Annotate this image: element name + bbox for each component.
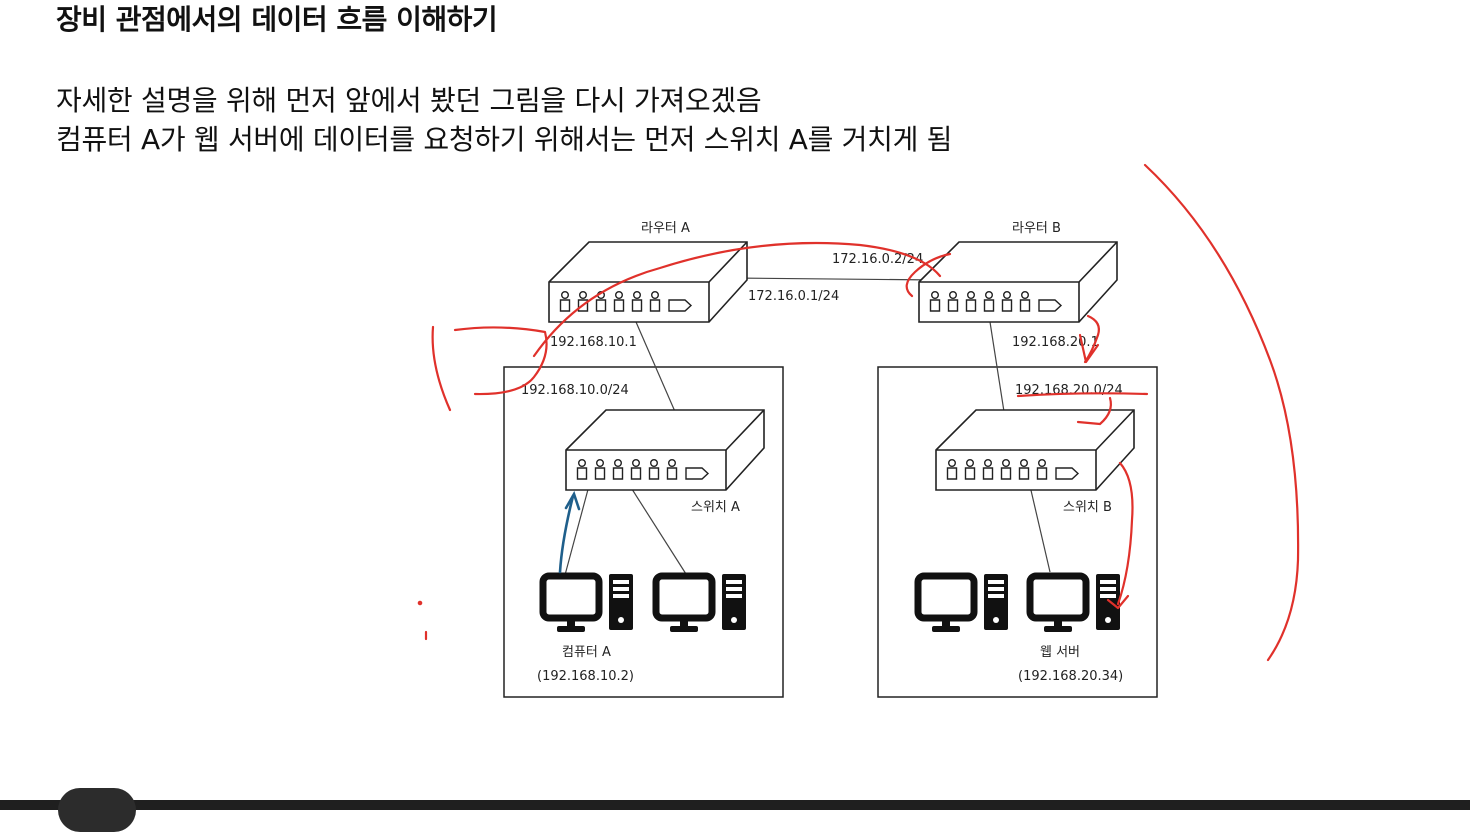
network-b-label: 192.168.20.0/24 — [1015, 383, 1123, 398]
router-a-wan-ip: 172.16.0.1/24 — [748, 289, 839, 304]
computer-a-icon — [543, 574, 633, 632]
router-b-wan-ip: 172.16.0.2/24 — [832, 252, 923, 267]
router-b-lan-ip: 192.168.20.1 — [1012, 335, 1099, 350]
router-a-label: 라우터 A — [641, 221, 690, 236]
router-a-lan-ip: 192.168.10.1 — [550, 335, 637, 350]
router-a — [549, 242, 747, 322]
switch-a-label: 스위치 A — [691, 500, 740, 515]
switch-b-device — [936, 410, 1134, 490]
toolbar-handle[interactable] — [58, 788, 136, 832]
web-server-label: 웹 서버 — [1040, 645, 1080, 660]
network-a-label: 192.168.10.0/24 — [521, 383, 629, 398]
switch-b-label: 스위치 B — [1063, 500, 1112, 515]
computer-a-label: 컴퓨터 A — [562, 645, 611, 660]
explanation-line-1: 자세한 설명을 위해 먼저 앞에서 봤던 그림을 다시 가져오겠음 — [56, 84, 762, 117]
network-b-box — [877, 366, 1158, 698]
web-server-icon — [1030, 574, 1120, 632]
network-a-box — [503, 366, 784, 698]
web-server-ip: (192.168.20.34) — [1018, 669, 1123, 684]
bottom-toolbar — [0, 800, 1470, 810]
red-pen-annotations — [417, 163, 1300, 662]
blue-arrow-annotation — [558, 490, 581, 574]
computer-2-icon — [656, 574, 746, 632]
computer-3-icon — [918, 574, 1008, 632]
page-title: 장비 관점에서의 데이터 흐름 이해하기 — [56, 3, 498, 36]
router-b — [919, 242, 1117, 322]
explanation-line-2: 컴퓨터 A가 웹 서버에 데이터를 요청하기 위해서는 먼저 스위치 A를 거치… — [56, 123, 953, 156]
router-b-label: 라우터 B — [1012, 221, 1061, 236]
switch-a-device — [566, 410, 764, 490]
computer-a-ip: (192.168.10.2) — [537, 669, 634, 684]
